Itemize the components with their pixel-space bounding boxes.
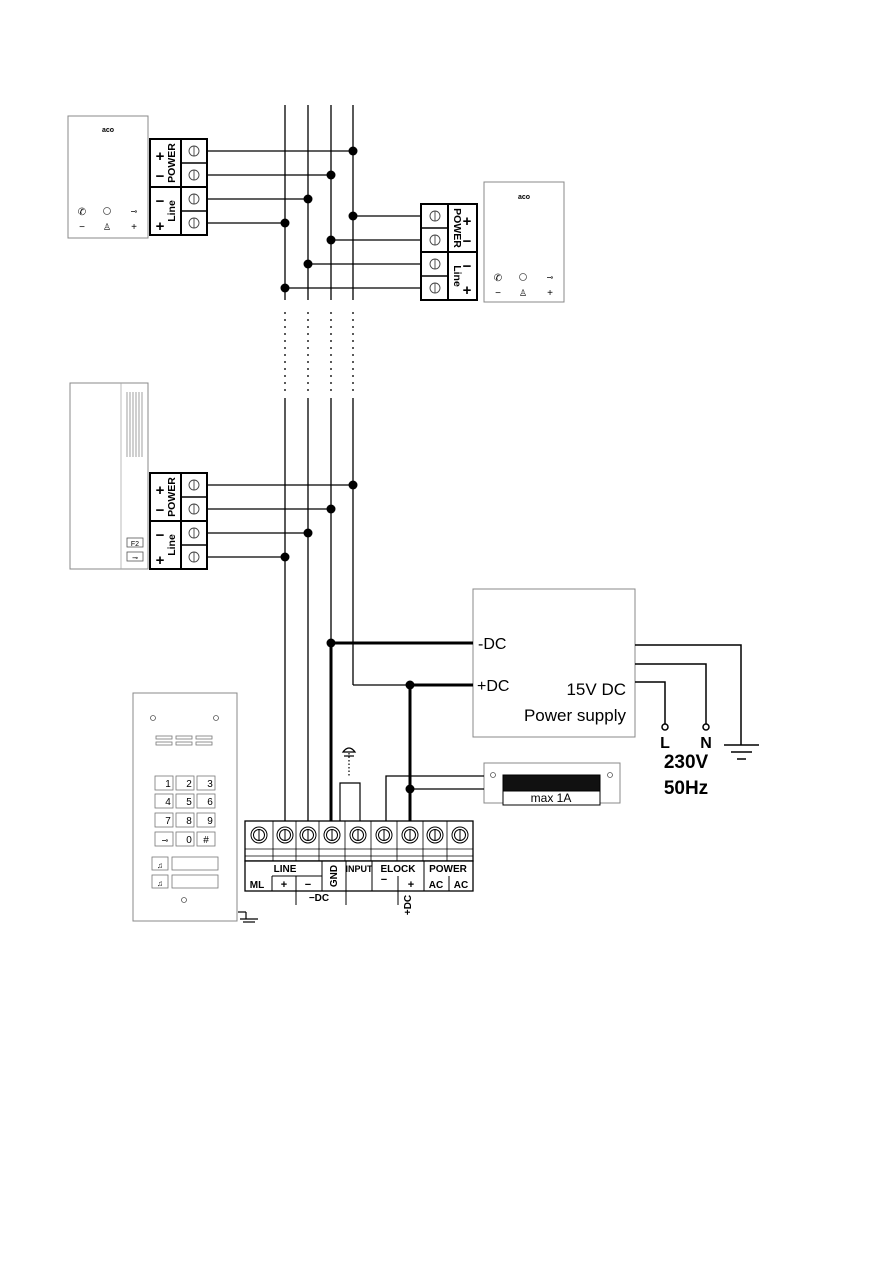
voltage-label: 15V DC: [566, 680, 626, 699]
svg-text:−: −: [156, 527, 165, 544]
svg-text:+: +: [156, 218, 165, 235]
handset-1-wires: [207, 150, 353, 224]
svg-text:ML: ML: [250, 880, 264, 891]
svg-text:+: +: [463, 213, 472, 230]
svg-text:−: −: [495, 288, 501, 299]
handset-3-wires: [207, 484, 353, 558]
button-icon: [519, 273, 527, 281]
plus-dc-label: +DC: [477, 678, 509, 695]
key-icon: ⊸: [132, 555, 138, 562]
svg-text:5: 5: [186, 797, 192, 808]
svg-text:INPUT: INPUT: [346, 864, 374, 874]
svg-text:+DC: +DC: [403, 895, 414, 915]
brand-logo: aco: [518, 194, 530, 201]
mains-labels: L N 230V 50Hz: [660, 735, 712, 799]
svg-text:F2: F2: [131, 541, 139, 548]
person-icon: ♙: [519, 288, 527, 298]
svg-text:−: −: [156, 168, 165, 185]
svg-text:−DC: −DC: [309, 893, 329, 904]
key-icon: ⊸: [162, 836, 169, 845]
svg-text:7: 7: [165, 816, 171, 827]
svg-text:3: 3: [207, 779, 213, 790]
minus-dc-label: -DC: [478, 636, 506, 653]
exit-button-icon: [339, 747, 361, 821]
svg-text:+: +: [463, 282, 472, 299]
person-icon: ♙: [103, 222, 111, 232]
electric-lock: max 1A: [483, 762, 621, 806]
lock-wires: [385, 775, 484, 821]
speaker-grille: [126, 392, 143, 457]
svg-text:POWER: POWER: [451, 208, 463, 248]
svg-text:−: −: [156, 193, 165, 210]
terminal-block: LINE ML + − GND INPUT ELOCK − + POWER AC…: [244, 820, 474, 915]
svg-text:POWER: POWER: [166, 143, 178, 183]
svg-text:+: +: [408, 879, 414, 891]
svg-text:ELOCK: ELOCK: [381, 864, 417, 875]
svg-text:+: +: [156, 148, 165, 165]
handset-2-wires: [285, 215, 421, 289]
svg-text:max 1A: max 1A: [531, 791, 572, 805]
svg-text:+: +: [156, 482, 165, 499]
svg-text:GND: GND: [329, 865, 340, 887]
svg-text:8: 8: [186, 816, 192, 827]
svg-text:1: 1: [165, 779, 171, 790]
phone-icon: ✆: [494, 273, 502, 284]
svg-text:Line: Line: [166, 200, 178, 222]
bus-lines: [284, 105, 354, 821]
keypad: [154, 775, 216, 847]
svg-text:50Hz: 50Hz: [664, 778, 708, 799]
power-supply-label: Power supply: [524, 706, 627, 725]
svg-text:4: 4: [165, 797, 171, 808]
svg-text:N: N: [700, 735, 712, 752]
svg-text:AC: AC: [454, 880, 468, 891]
handset-3-terminals: + − − + POWER Line: [149, 472, 208, 570]
svg-text:+: +: [281, 879, 287, 891]
svg-text:AC: AC: [429, 880, 443, 891]
handset-1-terminals: + − − + POWER Line: [149, 138, 208, 236]
ground-symbol: [238, 911, 258, 923]
door-panel: 1 2 3 4 5 6 7 8 9 ⊸ 0 # ♫ ♫: [132, 692, 238, 922]
power-wires: [329, 641, 759, 821]
plus-symbol: +: [131, 222, 137, 233]
svg-text:6: 6: [207, 797, 213, 808]
handset-2-terminals: + − − + POWER Line: [420, 203, 478, 301]
svg-text:+: +: [547, 288, 553, 299]
svg-text:POWER: POWER: [166, 477, 178, 517]
svg-text:−: −: [156, 502, 165, 519]
junction-dots: [280, 146, 415, 794]
call-buttons: [151, 856, 219, 889]
intercom-handset-2: aco ✆ ⊸ − ♙ +: [483, 181, 565, 303]
svg-text:9: 9: [207, 816, 213, 827]
svg-text:−: −: [381, 874, 387, 886]
svg-text:LINE: LINE: [274, 864, 297, 875]
svg-text:Line: Line: [451, 265, 463, 287]
f2-button: [126, 537, 144, 548]
svg-text:0: 0: [186, 835, 192, 846]
minus-symbol: −: [79, 222, 85, 233]
bell-icon: ♫: [157, 879, 163, 888]
brand-logo: aco: [102, 127, 114, 134]
phone-icon: ✆: [78, 207, 86, 218]
svg-text:#: #: [203, 835, 209, 846]
svg-text:POWER: POWER: [429, 864, 468, 875]
bell-icon: ♫: [157, 861, 163, 870]
svg-text:−: −: [463, 233, 472, 250]
svg-text:230V: 230V: [664, 752, 709, 773]
button-icon: [103, 207, 111, 215]
svg-text:L: L: [660, 735, 670, 752]
speaker-slots: [155, 735, 213, 746]
svg-text:+: +: [156, 552, 165, 569]
svg-text:Line: Line: [166, 534, 178, 556]
key-icon: ⊸: [547, 273, 554, 282]
key-button: [126, 551, 144, 562]
svg-text:−: −: [305, 879, 311, 891]
intercom-handset-1: aco ✆ ⊸ − ♙ +: [67, 115, 149, 239]
svg-text:−: −: [463, 258, 472, 275]
svg-text:2: 2: [186, 779, 192, 790]
intercom-handset-3: F2 ⊸: [69, 382, 149, 570]
power-supply: -DC +DC 15V DC Power supply: [472, 588, 636, 738]
key-icon: ⊸: [131, 207, 138, 216]
